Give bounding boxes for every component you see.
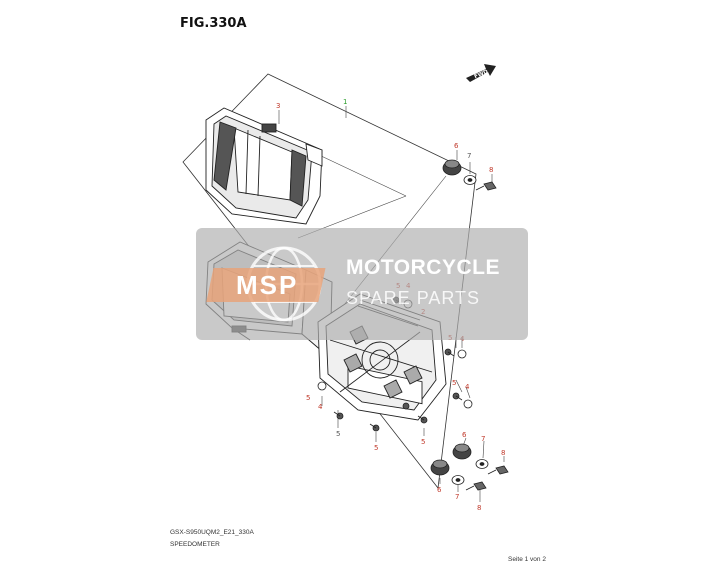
meter-cover-part <box>205 107 323 225</box>
msp-badge <box>206 268 326 302</box>
footer-model-code: GSX-S950UQM2_E21_330A <box>170 529 254 536</box>
screw-8a <box>483 181 497 191</box>
callout-5: 5 <box>306 394 310 402</box>
callout-5: 5 <box>421 438 425 446</box>
watermark-banner: MSP MOTORCYCLE SPARE PARTS <box>196 228 528 340</box>
callout-6: 6 <box>462 431 467 439</box>
screw-8b <box>495 465 509 475</box>
callout-5: 5 <box>452 379 456 387</box>
watermark-line1: MOTORCYCLE <box>346 256 500 279</box>
callout-3: 3 <box>276 102 280 110</box>
callout-5: 5 <box>336 430 340 438</box>
footer-page-indicator: Seite 1 von 2 <box>508 556 546 563</box>
callout-5: 5 <box>374 444 378 452</box>
callout-6: 6 <box>454 142 459 150</box>
callout-4: 4 <box>318 403 323 411</box>
watermark-line2: SPARE PARTS <box>346 288 481 308</box>
screw-8c <box>473 481 487 491</box>
watermark-logo: MSP <box>206 246 326 322</box>
callout-4: 4 <box>465 383 470 391</box>
hardware-parts <box>317 159 509 491</box>
callout-8: 8 <box>477 504 481 512</box>
fwd-arrow-icon: FWD <box>466 64 496 82</box>
fwd-arrow-label: FWD <box>474 69 490 81</box>
callout-8: 8 <box>489 166 493 174</box>
msp-logo-text: MSP <box>236 270 298 300</box>
callout-6: 6 <box>437 486 442 494</box>
callout-8: 8 <box>501 449 505 457</box>
figure-title: FIG.330A <box>180 16 247 31</box>
callout-7: 7 <box>481 435 485 443</box>
callout-7: 7 <box>467 152 471 160</box>
callout-7: 7 <box>455 493 459 501</box>
footer-section-name: SPEEDOMETER <box>170 541 220 548</box>
callout-1: 1 <box>343 98 347 106</box>
